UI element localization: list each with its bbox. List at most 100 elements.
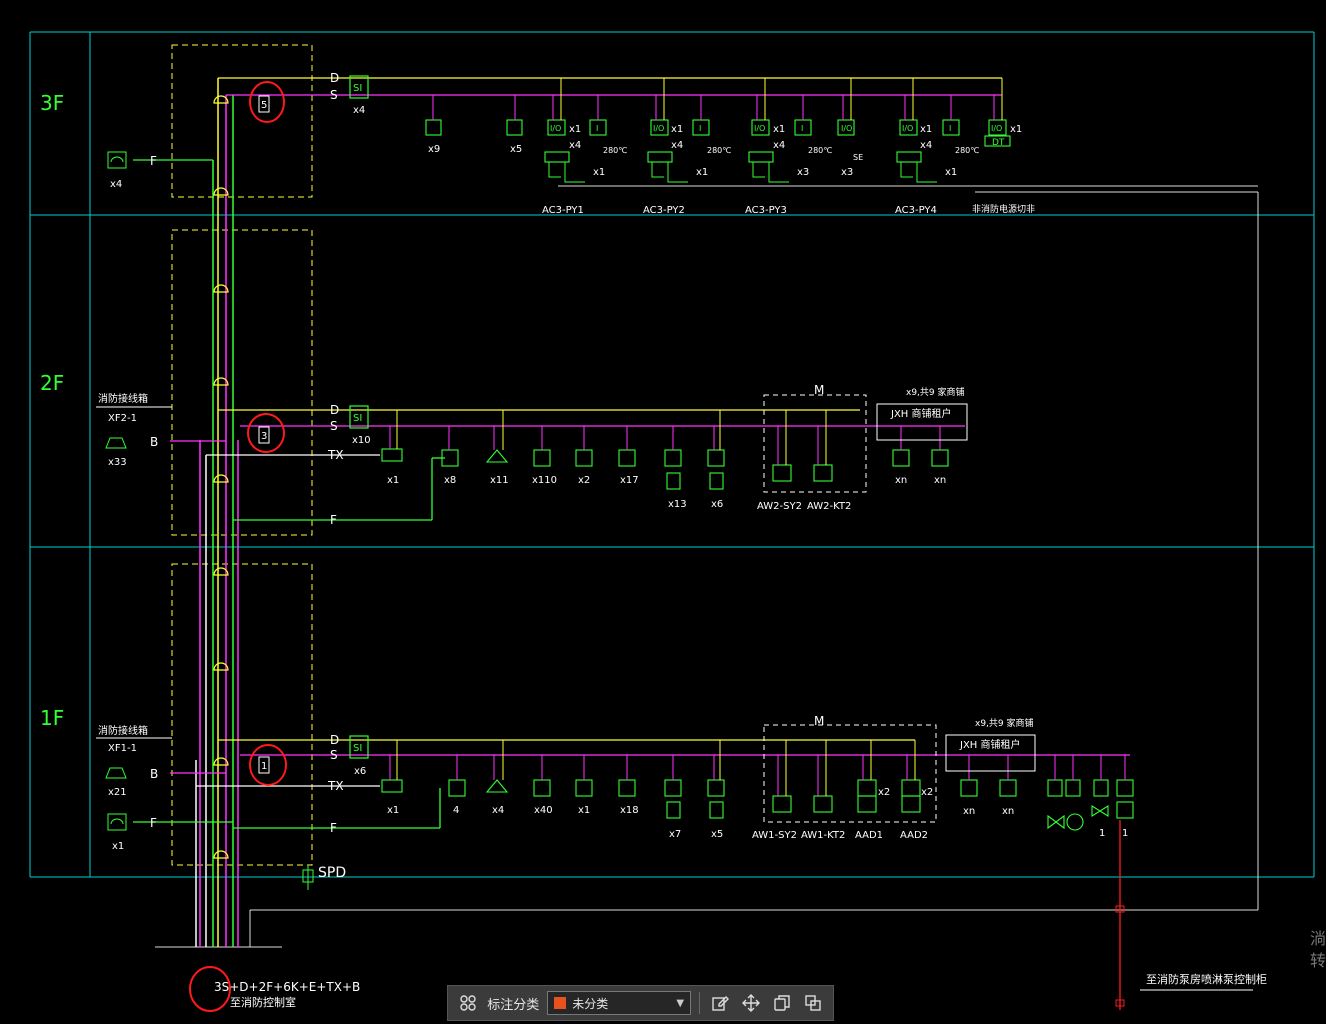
copy-icon[interactable] bbox=[771, 991, 794, 1015]
bus-label-d-2f: D bbox=[330, 403, 339, 417]
svg-text:AW2-SY2: AW2-SY2 bbox=[757, 501, 802, 512]
markup-circle-bottom bbox=[189, 966, 231, 1012]
f2-drops bbox=[389, 426, 941, 465]
hydrant-title-2f: 消防接线箱 bbox=[98, 392, 148, 405]
f2-drops-d bbox=[396, 410, 827, 465]
bus-label-tx-2f: TX bbox=[327, 448, 344, 462]
svg-text:280℃: 280℃ bbox=[603, 146, 627, 155]
svg-text:x2: x2 bbox=[878, 787, 890, 798]
jxh-box-2f bbox=[876, 403, 968, 441]
si-count-1f: x6 bbox=[354, 766, 366, 777]
toolbar-divider bbox=[699, 992, 701, 1014]
svg-text:x9: x9 bbox=[428, 144, 440, 155]
hydrant-id-2f: XF2-1 bbox=[108, 413, 137, 424]
svg-text:I: I bbox=[699, 124, 701, 133]
bus-label-d-3f: D bbox=[330, 71, 339, 85]
frame-lines bbox=[155, 191, 1259, 948]
hydrant-id-1f: XF1-1 bbox=[108, 743, 137, 754]
svg-text:x1: x1 bbox=[1010, 124, 1022, 135]
bus-label-d-1f: D bbox=[330, 733, 339, 747]
svg-text:x4: x4 bbox=[492, 805, 504, 816]
f2-labels: x1 x8 x11 x110 x2 x17 x13 x6 M AW2-SY2 A… bbox=[387, 383, 965, 512]
f1-drops bbox=[389, 755, 1126, 796]
svg-text:x1: x1 bbox=[945, 167, 957, 178]
svg-text:x17: x17 bbox=[620, 475, 639, 486]
svg-text:I/O: I/O bbox=[991, 124, 1002, 133]
svg-text:AAD1: AAD1 bbox=[855, 830, 883, 841]
svg-text:M: M bbox=[814, 383, 824, 397]
svg-text:x1: x1 bbox=[773, 124, 785, 135]
bus-label-b-1f: B bbox=[150, 767, 158, 781]
svg-text:x5: x5 bbox=[711, 829, 723, 840]
loop-number-2f: 3 bbox=[261, 431, 267, 442]
category-selected: 未分类 bbox=[572, 996, 609, 1011]
svg-text:AW1-SY2: AW1-SY2 bbox=[752, 830, 797, 841]
bus-label-f-3f: F bbox=[150, 154, 157, 168]
bell-count-1f: x21 bbox=[108, 787, 127, 798]
svg-text:x5: x5 bbox=[510, 144, 522, 155]
si-count-3f: x4 bbox=[353, 105, 365, 116]
bus-label-f-1f: F bbox=[330, 821, 337, 835]
svg-text:x1: x1 bbox=[920, 124, 932, 135]
dt-label: DT bbox=[992, 138, 1005, 148]
svg-text:I/O: I/O bbox=[841, 124, 852, 133]
bus-label-s-2f: S bbox=[330, 419, 338, 433]
svg-text:x7: x7 bbox=[669, 829, 681, 840]
svg-text:x3: x3 bbox=[841, 167, 853, 178]
floor-label-1f: 1F bbox=[40, 706, 64, 730]
svg-text:280℃: 280℃ bbox=[707, 146, 731, 155]
riser-isolators bbox=[213, 95, 229, 859]
bus-label-tx-1f: TX bbox=[327, 779, 344, 793]
f3-counts: x9 x5 x1 x4 x1 x1 x4 x1 x1 x4 x3 x3 x1 x… bbox=[428, 124, 1022, 178]
svg-text:xn: xn bbox=[963, 806, 975, 817]
bus-label-f-2f: F bbox=[330, 513, 337, 527]
floor-label-2f: 2F bbox=[40, 371, 64, 395]
svg-text:280℃: 280℃ bbox=[808, 146, 832, 155]
svg-text:x2: x2 bbox=[921, 787, 933, 798]
svg-text:x1: x1 bbox=[593, 167, 605, 178]
svg-text:I: I bbox=[949, 124, 951, 133]
si-module-3f: SI bbox=[353, 83, 362, 94]
bus-label-b-2f: B bbox=[150, 435, 158, 449]
category-label: 标注分类 bbox=[487, 997, 540, 1013]
svg-text:x6: x6 bbox=[711, 499, 723, 510]
bus-label-f-1f-left: F bbox=[150, 816, 157, 830]
markup-circle-1f bbox=[249, 744, 287, 786]
svg-text:I/O: I/O bbox=[550, 124, 561, 133]
svg-text:x18: x18 bbox=[620, 805, 639, 816]
riser-lines bbox=[195, 78, 239, 947]
svg-text:AW1-KT2: AW1-KT2 bbox=[801, 830, 845, 841]
module-box-1f bbox=[763, 724, 937, 823]
annotation-toolbar: 标注分类 未分类 ▼ bbox=[447, 985, 834, 1021]
svg-text:AW2-KT2: AW2-KT2 bbox=[807, 501, 851, 512]
svg-text:x40: x40 bbox=[534, 805, 553, 816]
jxh-box-1f bbox=[945, 734, 1036, 772]
layers-icon[interactable] bbox=[802, 991, 825, 1015]
svg-text:x110: x110 bbox=[532, 475, 557, 486]
svg-text:I/O: I/O bbox=[754, 124, 765, 133]
hydrant-title-1f: 消防接线箱 bbox=[98, 724, 148, 737]
svg-text:x1: x1 bbox=[569, 124, 581, 135]
bus-label-s-3f: S bbox=[330, 88, 338, 102]
svg-text:I: I bbox=[596, 124, 598, 133]
svg-text:I/O: I/O bbox=[653, 124, 664, 133]
svg-text:x1: x1 bbox=[387, 475, 399, 486]
svg-text:SE: SE bbox=[853, 153, 863, 162]
grid-icon[interactable] bbox=[456, 991, 479, 1015]
svg-text:I/O: I/O bbox=[902, 124, 913, 133]
move-icon[interactable] bbox=[739, 991, 762, 1015]
svg-text:JXH 商铺租户: JXH 商铺租户 bbox=[959, 738, 1021, 751]
svg-text:x4: x4 bbox=[773, 140, 785, 151]
markup-circles bbox=[189, 81, 287, 1012]
f3-interlock-lines bbox=[548, 162, 1258, 187]
f3-devices bbox=[425, 119, 1011, 163]
side-text-2: 转 bbox=[1309, 951, 1326, 970]
phone-count-1f: x1 bbox=[112, 841, 124, 852]
f3-drops-s bbox=[432, 95, 995, 120]
svg-text:1: 1 bbox=[1099, 828, 1105, 839]
f1-drops-d bbox=[396, 740, 916, 796]
category-select[interactable]: 未分类 ▼ bbox=[547, 991, 692, 1015]
edit-icon[interactable] bbox=[708, 991, 731, 1015]
